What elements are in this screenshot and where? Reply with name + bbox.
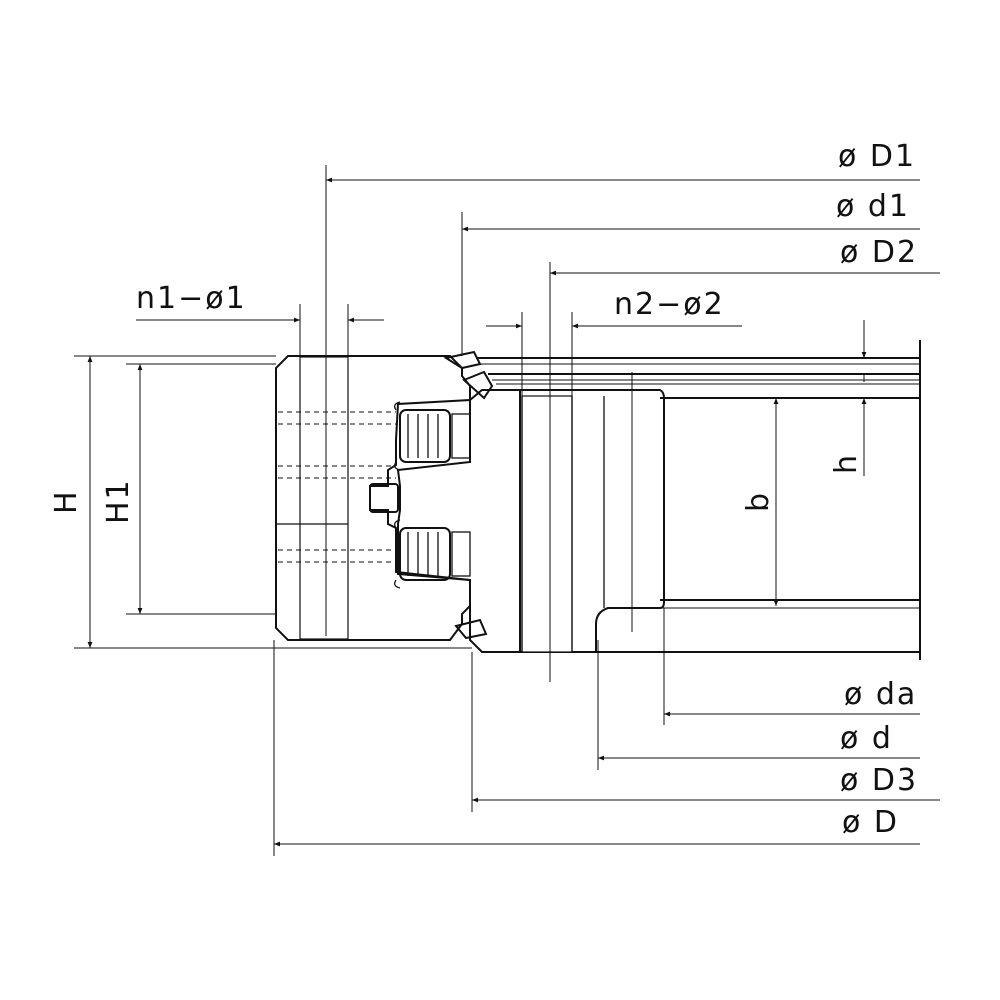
label-H1: H1 bbox=[101, 478, 136, 524]
upper-roller-row bbox=[394, 401, 471, 471]
label-n2: n2−ø2 bbox=[614, 287, 725, 322]
inner-ring bbox=[396, 372, 665, 653]
dimension-labels: ø D1 ø d1 ø D2 n2−ø2 n1−ø1 H H1 b h ø da… bbox=[49, 139, 918, 840]
label-D3: ø D3 bbox=[840, 763, 918, 798]
label-d: ø d bbox=[840, 721, 893, 756]
label-h: h bbox=[829, 453, 864, 474]
label-b: b bbox=[741, 491, 776, 512]
label-d1: ø d1 bbox=[836, 189, 910, 224]
label-D2: ø D2 bbox=[840, 235, 918, 270]
label-D1: ø D1 bbox=[838, 139, 916, 174]
label-da: ø da bbox=[844, 677, 917, 712]
label-n1: n1−ø1 bbox=[136, 281, 247, 316]
label-D: ø D bbox=[842, 805, 899, 840]
radial-roller bbox=[369, 483, 399, 513]
label-H: H bbox=[49, 489, 84, 514]
outer-ring bbox=[275, 355, 471, 641]
dimension-lines bbox=[74, 165, 940, 856]
lower-roller-row bbox=[394, 519, 471, 589]
